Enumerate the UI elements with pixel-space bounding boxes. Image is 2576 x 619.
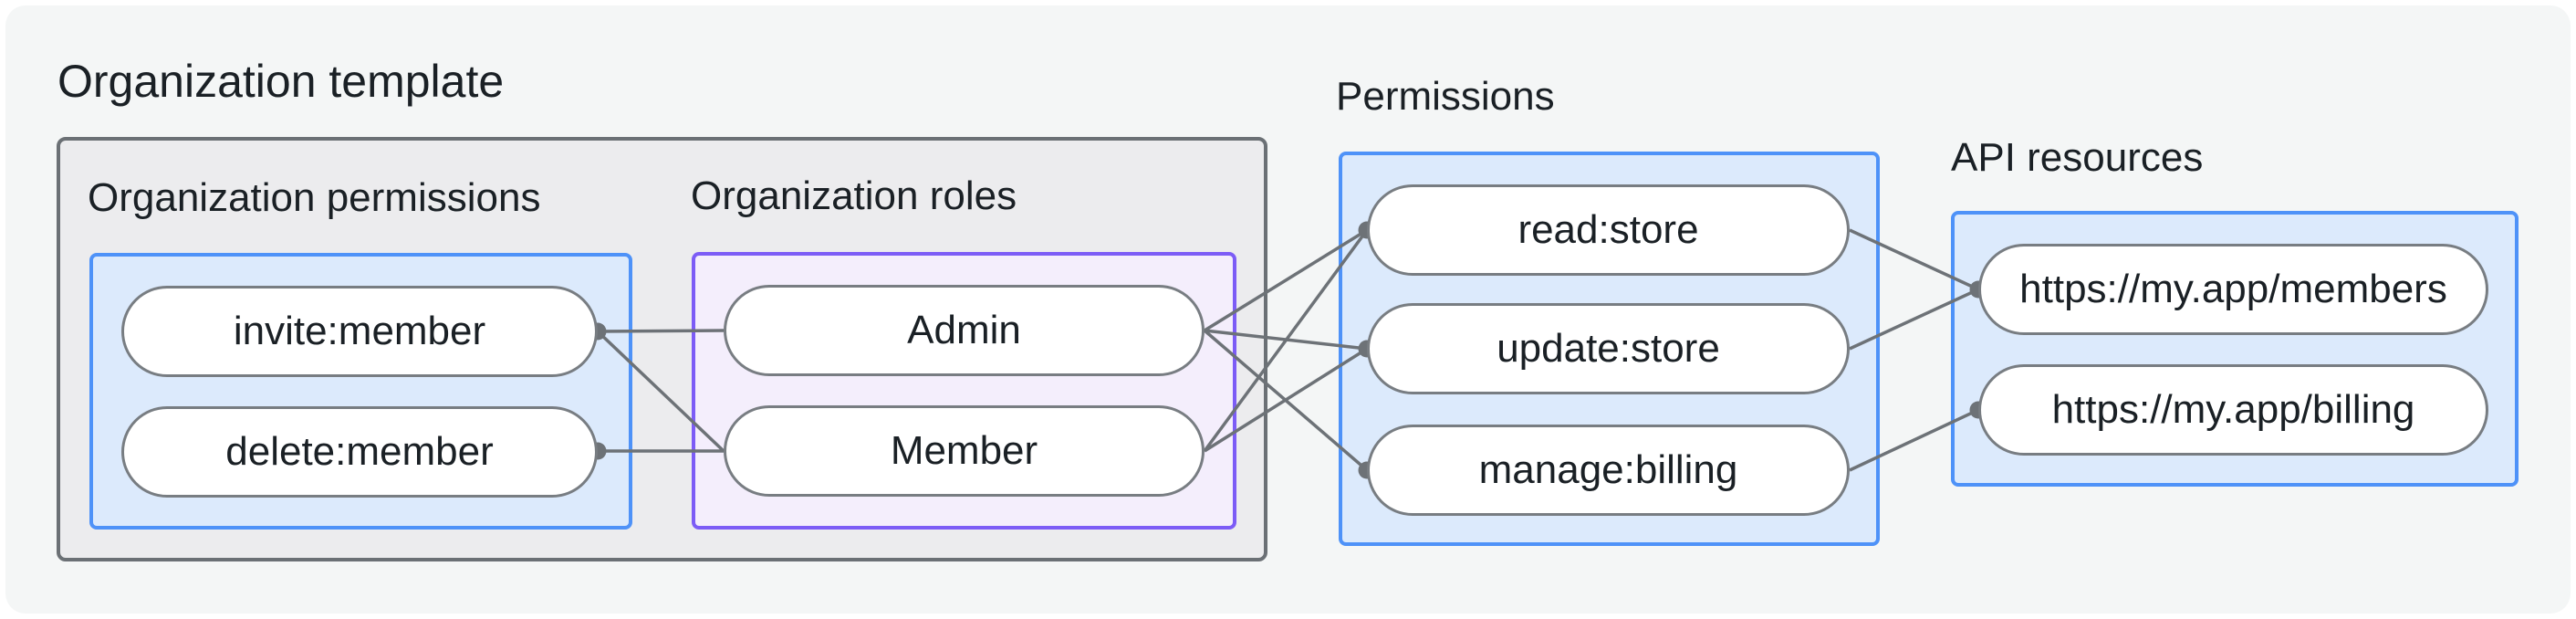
permission-pill-invite-member: invite:member	[121, 286, 598, 377]
pill-text: invite:member	[233, 309, 486, 353]
pill-text: update:store	[1497, 326, 1720, 371]
role-pill-admin: Admin	[724, 285, 1205, 376]
permission-pill-manage-billing: manage:billing	[1367, 425, 1850, 516]
organization-permissions-label: Organization permissions	[88, 175, 541, 220]
permissions-label: Permissions	[1336, 74, 1555, 119]
api-resource-pill-members: https://my.app/members	[1978, 244, 2488, 335]
permission-pill-update-store: update:store	[1367, 303, 1850, 394]
permission-pill-read-store: read:store	[1367, 184, 1850, 276]
pill-text: Member	[890, 428, 1038, 473]
api-resources-label: API resources	[1951, 135, 2204, 180]
pill-text: read:store	[1517, 207, 1699, 252]
pill-text: Admin	[907, 308, 1021, 352]
pill-text: https://my.app/billing	[2051, 387, 2415, 432]
permission-pill-delete-member: delete:member	[121, 406, 598, 498]
role-pill-member: Member	[724, 405, 1205, 497]
pill-text: manage:billing	[1478, 447, 1738, 492]
pill-text: https://my.app/members	[2019, 267, 2447, 311]
organization-template-label: Organization template	[57, 56, 505, 107]
pill-text: delete:member	[225, 429, 494, 474]
api-resource-pill-billing: https://my.app/billing	[1978, 364, 2488, 456]
organization-roles-label: Organization roles	[691, 173, 1017, 218]
